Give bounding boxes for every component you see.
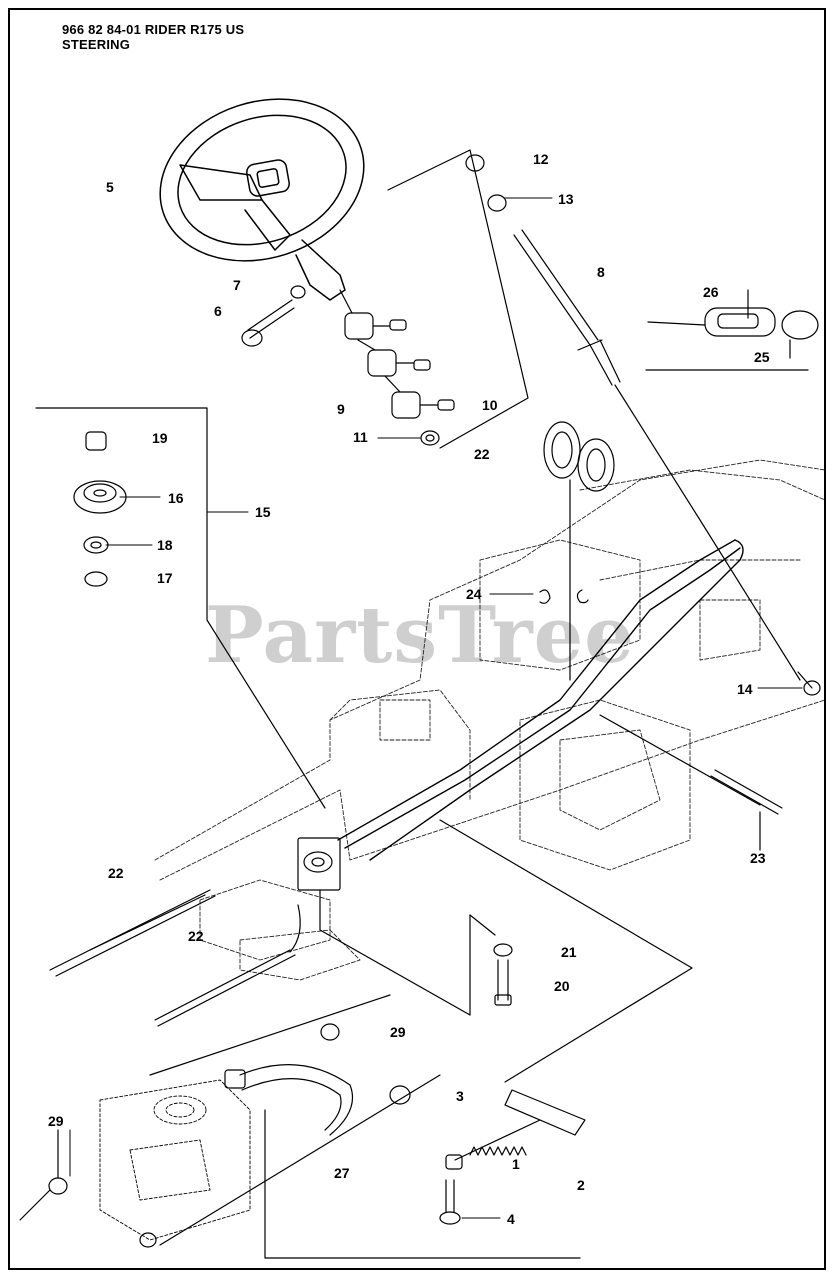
spring-plate-1-2 xyxy=(445,1089,586,1170)
callout-4: 4 xyxy=(507,1211,515,1227)
callout-6: 6 xyxy=(214,303,222,319)
pulley-stack-15 xyxy=(35,407,326,809)
callout-10: 10 xyxy=(482,397,498,413)
steering-shaft-8 xyxy=(465,154,801,681)
model-line: 966 82 84-01 RIDER R175 US xyxy=(62,22,245,37)
bracket-28 xyxy=(224,1064,581,1259)
callout-28: 27 xyxy=(334,1165,350,1181)
callout-5: 5 xyxy=(106,179,114,195)
bolt-14 xyxy=(797,671,821,696)
callout-12: 12 xyxy=(533,151,549,167)
callout-11: 11 xyxy=(353,429,368,445)
partstree-watermark: PartsTree xyxy=(205,590,635,681)
leader-lines xyxy=(69,197,803,1219)
nuts-29-3 xyxy=(19,1023,411,1248)
clip-25b xyxy=(576,589,589,604)
callout-14: 14 xyxy=(737,681,753,697)
callout-8: 8 xyxy=(597,264,605,280)
sector-gear xyxy=(297,837,341,891)
steering-gears xyxy=(543,421,615,681)
callout-22a: 22 xyxy=(108,865,124,881)
callout-22b: 22 xyxy=(188,928,204,944)
guide-line-b xyxy=(439,819,693,1083)
callout-1: 1 xyxy=(512,1156,520,1172)
steering-cable xyxy=(337,539,744,861)
callout-23: 22 xyxy=(474,446,490,462)
guide-line-a xyxy=(319,889,471,1016)
bolt-4 xyxy=(439,1179,461,1225)
callout-16: 16 xyxy=(168,490,184,506)
chassis-frame xyxy=(154,459,826,981)
callout-20: 20 xyxy=(554,978,570,994)
callout-7: 7 xyxy=(233,277,241,293)
callout-27: 26 xyxy=(703,284,719,300)
callout-29b: 29 xyxy=(48,1113,64,1129)
callout-3: 3 xyxy=(456,1088,464,1104)
callout-17: 17 xyxy=(157,570,173,586)
rod-24 xyxy=(599,714,783,851)
callout-24: 23 xyxy=(750,850,766,866)
callout-29a: 29 xyxy=(390,1024,406,1040)
callout-26: 25 xyxy=(754,349,770,365)
callout-15: 15 xyxy=(255,504,271,520)
guide-line-c xyxy=(149,994,391,1076)
bolt-6 xyxy=(241,285,306,347)
callout-13: 13 xyxy=(558,191,574,207)
sleeves-9-10 xyxy=(339,289,455,446)
guide-line-d xyxy=(159,1074,441,1246)
callout-25: 24 xyxy=(466,586,482,602)
transaxle xyxy=(99,1079,251,1241)
callout-19: 19 xyxy=(152,430,168,446)
callout-9: 9 xyxy=(337,401,345,417)
steering-wheel xyxy=(159,98,365,301)
callout-21: 21 xyxy=(561,944,577,960)
diagram-frame xyxy=(8,8,826,1270)
bolt-20-21 xyxy=(469,914,513,1016)
bracket-23 xyxy=(387,149,529,449)
tie-rods-22 xyxy=(49,889,301,1027)
clip-25 xyxy=(539,589,551,604)
section-title: STEERING xyxy=(62,37,131,52)
tie-rod-end-26-27 xyxy=(645,289,819,371)
callout-18: 18 xyxy=(157,537,173,553)
callout-2: 2 xyxy=(577,1177,585,1193)
